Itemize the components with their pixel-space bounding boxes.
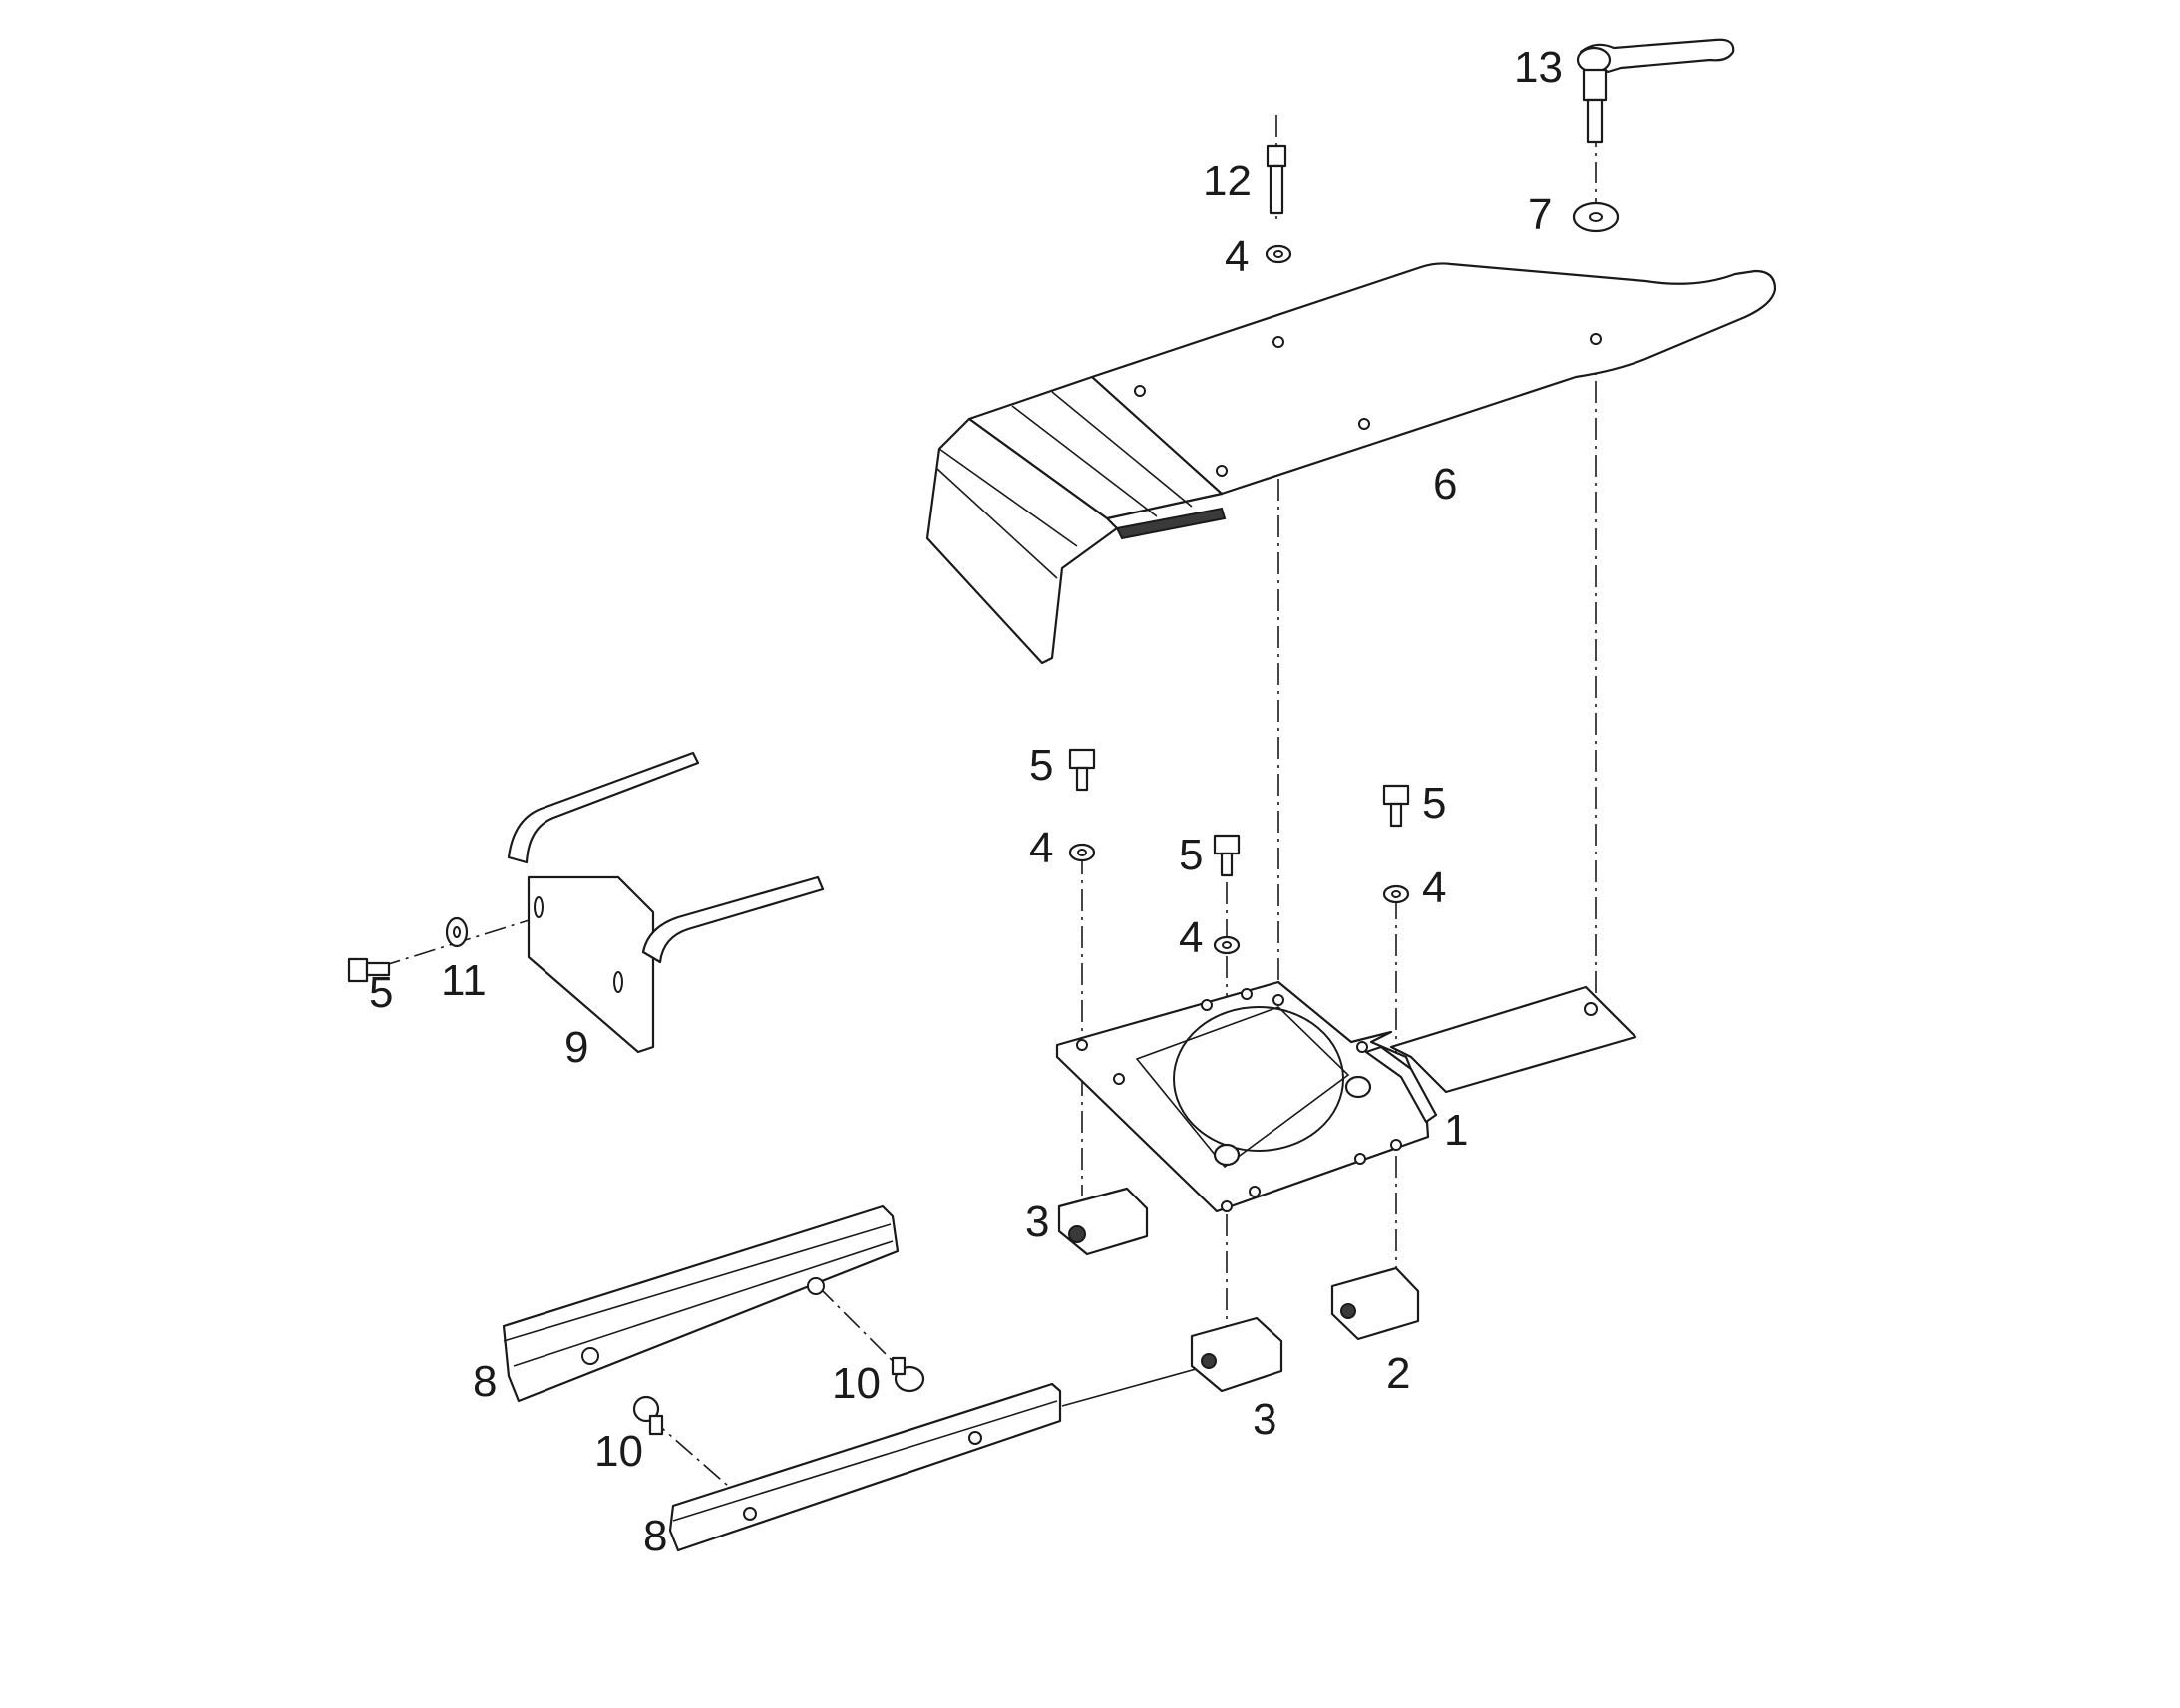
- label-part-5: 5: [1029, 741, 1053, 790]
- part-5-screws: [347, 748, 1410, 983]
- label-part-4: 4: [1029, 824, 1053, 872]
- part-3-block-a: [1057, 1187, 1149, 1256]
- label-part-3: 3: [1253, 1395, 1276, 1444]
- label-part-1: 1: [1444, 1106, 1468, 1155]
- label-part-4: 4: [1422, 863, 1446, 912]
- part-11-washer: [445, 916, 469, 948]
- part-2-block: [1330, 1266, 1420, 1341]
- part-10-screws: [632, 1356, 925, 1436]
- label-part-11: 11: [441, 956, 487, 1005]
- part-8-rail-bottom: [668, 1382, 1062, 1552]
- label-part-10: 10: [594, 1427, 643, 1476]
- part-labels: 13 12 7 4 6 5 5 4 5 4 4 5 11 9 1 3 2 8 1…: [369, 43, 1563, 1560]
- part-12-screw: [1266, 144, 1287, 215]
- label-part-2: 2: [1386, 1349, 1410, 1398]
- label-part-4: 4: [1179, 913, 1203, 962]
- label-part-10: 10: [832, 1359, 881, 1408]
- label-part-8: 8: [643, 1512, 667, 1560]
- part-7-washer: [1572, 201, 1620, 233]
- label-part-5: 5: [1422, 779, 1446, 828]
- label-part-5: 5: [369, 968, 393, 1017]
- part-6-cover-plate: [925, 262, 1777, 665]
- part-9-bracket: [507, 751, 825, 1054]
- label-part-4: 4: [1225, 232, 1249, 281]
- label-part-5: 5: [1179, 831, 1203, 879]
- label-part-3: 3: [1025, 1197, 1049, 1246]
- label-part-13: 13: [1514, 43, 1563, 92]
- part-4-washers: [1068, 244, 1410, 955]
- part-1-base-plate: [1055, 980, 1637, 1213]
- part-3-block-b: [1190, 1316, 1283, 1393]
- part-13-clamping-lever: [1576, 38, 1735, 144]
- label-part-7: 7: [1528, 190, 1552, 239]
- label-part-6: 6: [1433, 460, 1457, 509]
- label-part-12: 12: [1203, 157, 1252, 205]
- part-8-rail-top: [502, 1204, 900, 1403]
- label-part-9: 9: [564, 1023, 588, 1072]
- label-part-8: 8: [473, 1357, 497, 1406]
